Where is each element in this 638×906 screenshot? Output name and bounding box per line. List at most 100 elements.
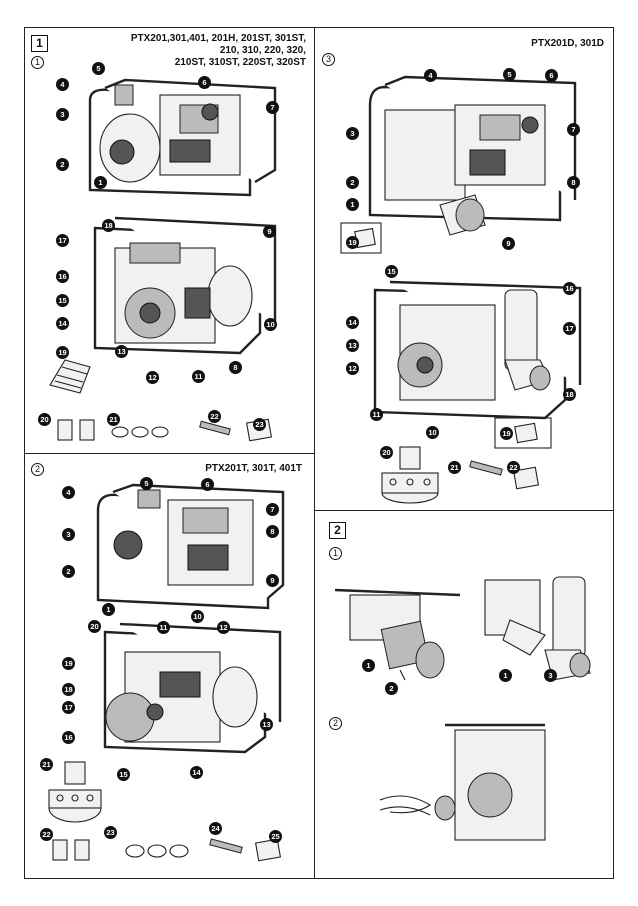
callout-p1-16: 16 [56,270,69,283]
callout-p1-5: 5 [92,62,105,75]
accessories-row-1 [57,418,273,442]
accessories-row-2 [52,838,282,862]
callout-p3-17: 17 [563,322,576,335]
subsection-1-1-label: 1 [31,56,44,69]
column-divider [314,27,316,879]
strainer-accessory-2 [48,761,102,823]
callout-p2-24: 24 [209,822,222,835]
callout-p2-16: 16 [62,731,75,744]
callout-p2-12: 12 [217,621,230,634]
callout-p2-18: 18 [62,683,75,696]
callout-p2-21: 21 [40,758,53,771]
callout-p2-1: 1 [102,603,115,616]
callout-p1-6: 6 [198,76,211,89]
callout-p2-4: 4 [62,486,75,499]
assembly-figure-left [334,588,461,681]
callout-p1-13: 13 [115,345,128,358]
callout-p3-16: 16 [563,282,576,295]
callout-p3-14: 14 [346,316,359,329]
callout-p3-1: 1 [346,198,359,211]
callout-p3-7: 7 [567,123,580,136]
subsection-1-3-label: 3 [322,53,335,66]
callout-p2-13: 13 [260,718,273,731]
callout-p1-21: 21 [107,413,120,426]
callout-p3-20: 20 [380,446,393,459]
callout-p2-3: 3 [62,528,75,541]
model-list-2: PTX201T, 301T, 401T [205,463,302,474]
subsection-2-2-label: 2 [329,717,342,730]
callout-p2-15: 15 [117,768,130,781]
callout-p2-11: 11 [157,621,170,634]
assembly-figure-right [484,576,591,681]
hose-connection-figure [379,723,546,841]
callout-p1-3: 3 [56,108,69,121]
callout-p3-19b: 19 [500,427,513,440]
callout-p2-7: 7 [266,503,279,516]
callout-p2-20: 20 [88,620,101,633]
callout-p2-2: 2 [62,565,75,578]
model-list-1: PTX201,301,401, 201H, 201ST, 301ST, 210,… [130,33,306,68]
callout-p2-14: 14 [190,766,203,779]
callout-p3-21: 21 [448,461,461,474]
pump-front-view-1 [88,78,277,197]
pump-rear-view-2 [103,622,282,754]
callout-p1-14: 14 [56,317,69,330]
callout-p1-11: 11 [192,370,205,383]
gasket-detail-1 [340,222,382,254]
callout-p1-2: 2 [56,158,69,171]
subsection-1-2-label: 2 [31,463,44,476]
callout-p2-5: 5 [140,477,153,490]
callout-p1-1: 1 [94,176,107,189]
callout-p1-22: 22 [208,410,221,423]
callout-p2-23: 23 [104,826,117,839]
callout-p1-7: 7 [266,101,279,114]
callout-s2-3: 3 [544,669,557,682]
callout-p2-25: 25 [269,830,282,843]
callout-p2-17: 17 [62,701,75,714]
callout-p1-18: 18 [102,219,115,232]
accessories-row-3 [381,446,540,504]
pump-front-view-2 [96,483,285,610]
callout-p3-12: 12 [346,362,359,375]
pump-front-view-3 [368,75,577,236]
gasket-detail-2 [494,417,552,449]
strainer-accessory-1 [49,359,91,394]
callout-p3-13: 13 [346,339,359,352]
callout-p3-4: 4 [424,69,437,82]
callout-p1-19: 19 [56,346,69,359]
callout-p3-18: 18 [563,388,576,401]
model-list-3: PTX201D, 301D [531,38,604,49]
callout-p2-10: 10 [191,610,204,623]
callout-p3-2: 2 [346,176,359,189]
callout-p2-8: 8 [266,525,279,538]
callout-p3-8: 8 [567,176,580,189]
callout-p1-20: 20 [38,413,51,426]
callout-p1-9: 9 [263,225,276,238]
pump-rear-view-3 [373,280,582,420]
callout-p3-5: 5 [503,68,516,81]
callout-p3-9: 9 [502,237,515,250]
callout-p2-19: 19 [62,657,75,670]
callout-p3-3: 3 [346,127,359,140]
callout-p1-12: 12 [146,371,159,384]
callout-p1-8: 8 [229,361,242,374]
callout-p2-9: 9 [266,574,279,587]
callout-p3-10: 10 [426,426,439,439]
callout-p2-6: 6 [201,478,214,491]
callout-p1-4: 4 [56,78,69,91]
callout-p3-19a: 19 [346,236,359,249]
callout-p2-22: 22 [40,828,53,841]
callout-s2-1a: 1 [362,659,375,672]
pump-rear-view-1 [93,216,277,355]
callout-s2-1b: 1 [499,669,512,682]
right-section-divider [314,510,614,512]
callout-p3-22: 22 [507,461,520,474]
callout-p3-6: 6 [545,69,558,82]
callout-p3-15: 15 [385,265,398,278]
left-section-divider [24,453,314,455]
callout-p3-11: 11 [370,408,383,421]
callout-p1-10: 10 [264,318,277,331]
section-2-label: 2 [329,522,346,539]
section-1-label: 1 [31,35,48,52]
callout-p1-15: 15 [56,294,69,307]
